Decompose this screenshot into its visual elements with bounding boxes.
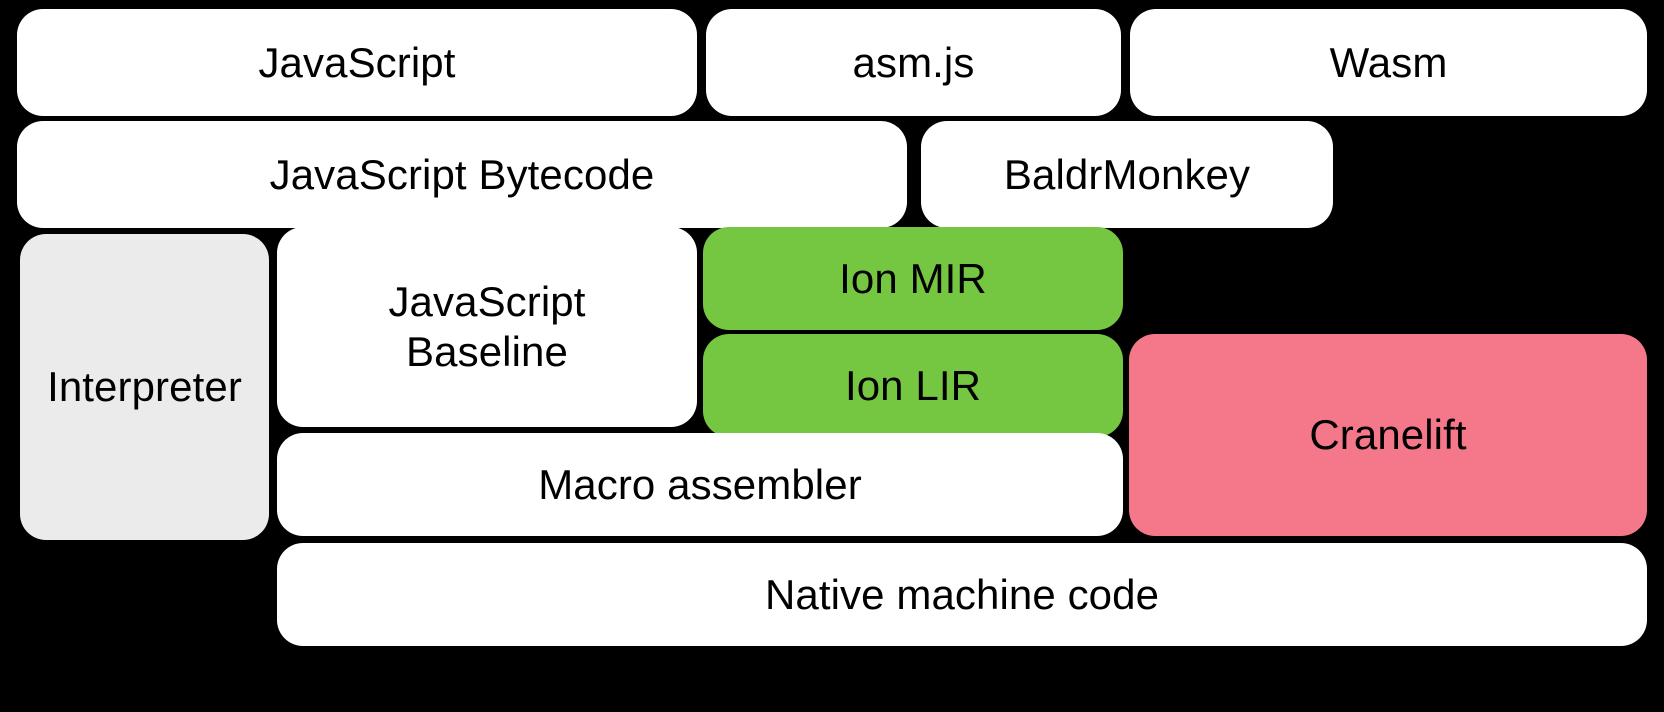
- node-asm-js[interactable]: asm.js: [706, 9, 1121, 116]
- node-ion-lir[interactable]: Ion LIR: [703, 334, 1123, 437]
- node-ion-mir[interactable]: Ion MIR: [703, 227, 1123, 330]
- node-interpreter[interactable]: Interpreter: [20, 234, 269, 540]
- node-macro-assembler[interactable]: Macro assembler: [277, 433, 1123, 536]
- node-javascript-baseline[interactable]: JavaScript Baseline: [277, 227, 697, 427]
- node-cranelift[interactable]: Cranelift: [1129, 334, 1647, 536]
- node-wasm[interactable]: Wasm: [1130, 9, 1647, 116]
- node-native-machine-code[interactable]: Native machine code: [277, 543, 1647, 646]
- node-javascript-bytecode[interactable]: JavaScript Bytecode: [17, 121, 907, 228]
- node-javascript[interactable]: JavaScript: [17, 9, 697, 116]
- node-baldrmonkey[interactable]: BaldrMonkey: [921, 121, 1333, 228]
